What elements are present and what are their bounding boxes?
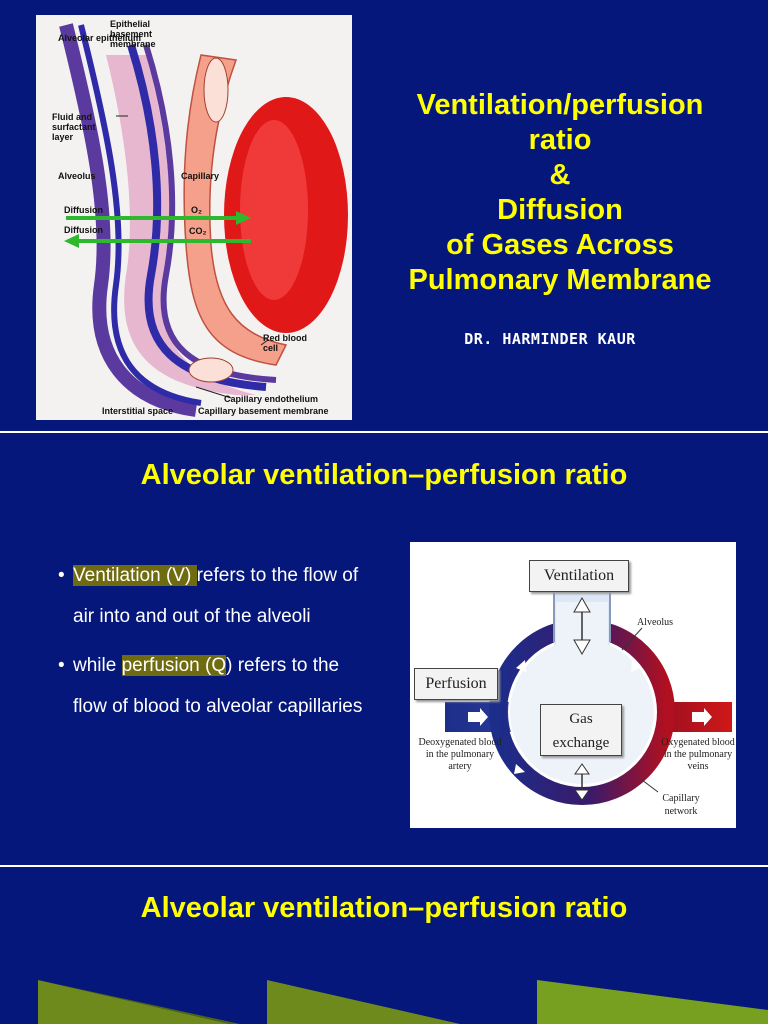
label-capillary: Capillary	[181, 171, 220, 181]
bullet-dot: •	[58, 565, 65, 586]
bullet-list: • Ventilation (V) refers to the flow of …	[58, 555, 378, 735]
label-alveolus: Alveolus	[58, 171, 96, 181]
gas-exchange-box: Gas exchange	[540, 704, 622, 756]
slide-3: Alveolar ventilation–perfusion ratio	[0, 867, 768, 1024]
slide-1-title: Ventilation/perfusion ratio & Diffusion …	[360, 88, 760, 298]
bullet-ventilation: • Ventilation (V) refers to the flow of …	[58, 555, 378, 637]
label-diffusion-1: Diffusion	[64, 205, 103, 215]
slide-2-heading: Alveolar ventilation–perfusion ratio	[140, 459, 628, 491]
label-co2: CO₂	[189, 226, 207, 236]
title-line: Pulmonary Membrane	[408, 264, 712, 296]
alveolus-label: Alveolus	[636, 617, 674, 628]
capillary-network-label: Capillary network	[662, 793, 700, 817]
label-capillary-endothelium: Capillary endothelium	[224, 394, 319, 404]
oxygenated-label: Oxygenated blood in the pulmonary veins	[661, 737, 735, 772]
highlight-perfusion: perfusion (Q	[121, 655, 227, 676]
label-diffusion-2: Diffusion	[64, 225, 103, 235]
ventilation-perfusion-figure: Ventilation Perfusion Alveolus Gas excha…	[410, 542, 736, 828]
label-capillary-basement: Capillary basement membrane	[198, 406, 329, 416]
highlight-ventilation: Ventilation (V)	[73, 565, 197, 586]
deoxygenated-label: Deoxygenated blood in the pulmonary arte…	[418, 737, 502, 772]
perfusion-box: Perfusion	[414, 668, 498, 700]
decorative-ramps	[38, 980, 768, 1024]
author-name: DR. HARMINDER KAUR	[464, 330, 636, 348]
ventilation-box: Ventilation	[529, 560, 629, 592]
bullet-dot: •	[58, 655, 65, 676]
bullet-prefix: while	[73, 655, 122, 676]
title-line: &	[549, 159, 571, 191]
title-line: of Gases Across	[446, 229, 674, 261]
label-epithelial-basement: Epithelial basement membrane	[110, 19, 156, 49]
title-line: Ventilation/perfusion	[416, 89, 704, 121]
slide-2: Alveolar ventilation–perfusion ratio • V…	[0, 433, 768, 865]
bullet-perfusion: • while perfusion (Q) refers to the flow…	[58, 645, 378, 727]
slide-1: Alveolar epithelium Epithelial basement …	[0, 0, 768, 431]
respiratory-membrane-figure: Alveolar epithelium Epithelial basement …	[36, 15, 352, 420]
title-line: ratio	[528, 124, 592, 156]
label-alveolar-epithelium: Alveolar epithelium	[58, 33, 142, 43]
label-interstitial-space: Interstitial space	[102, 406, 174, 416]
label-fluid-layer: Fluid and surfactant layer	[52, 112, 96, 142]
bullet-text: refers to the flow of air into and out o…	[73, 565, 359, 627]
label-red-blood-cell: Red blood cell	[263, 333, 307, 353]
slide-3-heading: Alveolar ventilation–perfusion ratio	[140, 892, 628, 924]
membrane-illustration	[59, 23, 348, 417]
label-o2: O₂	[191, 205, 202, 215]
title-line: Diffusion	[497, 194, 623, 226]
bullet-text: ) refers to the flow of blood to alveola…	[73, 655, 363, 717]
